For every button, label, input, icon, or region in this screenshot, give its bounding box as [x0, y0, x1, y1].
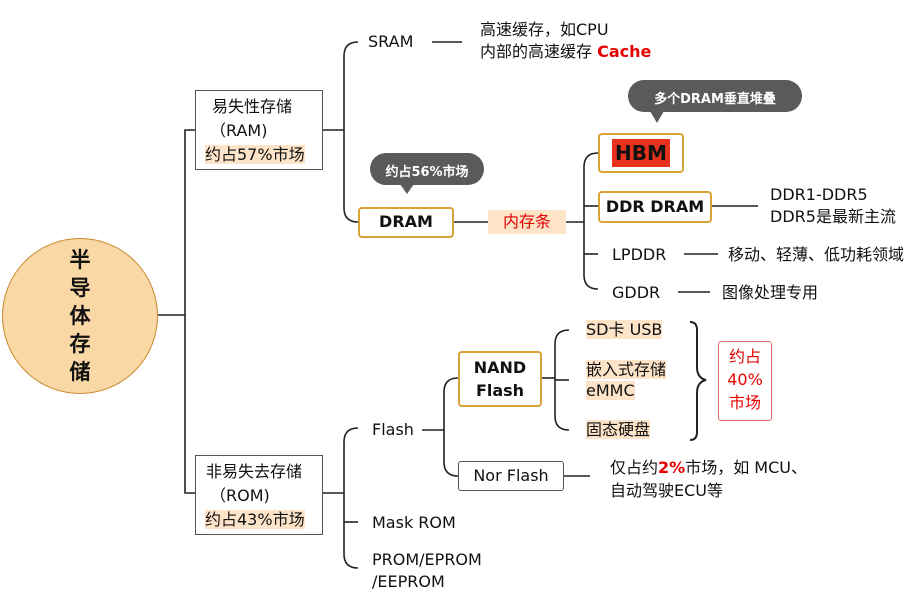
- root-char: 存: [69, 332, 91, 356]
- dram-node: [358, 207, 454, 238]
- sram-description-line2: 内部的高速缓存 Cache: [480, 42, 651, 61]
- ram-title: 易失性存储: [212, 97, 293, 116]
- nor-flash-node: [458, 461, 564, 491]
- hbm-bubble-text: 多个DRAM垂直堆叠: [654, 92, 776, 107]
- dram-bubble-text: 约占56%市场: [385, 165, 469, 180]
- nor-desc-text: 市场，如 MCU、: [685, 458, 807, 477]
- nor-share-highlight: 2%: [658, 458, 686, 477]
- root-label: 半 导 体 存 储: [2, 242, 158, 390]
- nand-share-line: 约占: [728, 347, 761, 366]
- rom-title: 非易失去存储: [206, 462, 303, 481]
- nand-flash-label: NAND: [473, 358, 527, 377]
- rom-subtitle: （ROM): [210, 486, 270, 505]
- nand-share-line: 市场: [728, 393, 761, 412]
- prom-label: PROM/EPROM: [372, 550, 482, 569]
- nand-item-sd-usb: SD卡 USB: [586, 320, 663, 339]
- cache-highlight: Cache: [597, 42, 652, 61]
- memory-stick-label: 内存条: [488, 210, 566, 234]
- dram-bubble: [370, 153, 484, 185]
- nand-share-text: 约占 40% 市场: [718, 345, 772, 414]
- gddr-description: 图像处理专用: [722, 283, 819, 302]
- gddr-label: GDDR: [612, 283, 661, 302]
- nor-desc-text: 仅占约: [610, 458, 659, 477]
- ddr-dram-label: DDR DRAM: [605, 197, 705, 216]
- nand-item-ssd: 固态硬盘: [586, 420, 651, 439]
- nand-flash-node: [458, 351, 542, 407]
- root-char: 半: [69, 248, 91, 272]
- lpddr-description: 移动、轻薄、低功耗领域: [728, 245, 905, 264]
- nand-item-emmc: eMMC: [586, 381, 635, 400]
- ddr-dram-node: [598, 191, 712, 223]
- sram-label: SRAM: [368, 32, 414, 51]
- rom-market-share: 约占43%市场: [205, 510, 305, 529]
- nor-flash-label: Nor Flash: [473, 466, 549, 485]
- dram-label: DRAM: [379, 212, 433, 231]
- mask-rom-label: Mask ROM: [372, 513, 456, 532]
- ddr-description-line2: DDR5是最新主流: [770, 207, 896, 226]
- hbm-bubble-pointer: [650, 111, 664, 123]
- flash-label: Flash: [372, 420, 414, 439]
- hbm-label: HBM: [612, 139, 670, 167]
- nand-share-box: [718, 341, 772, 421]
- root-node-semiconductor-storage: [2, 238, 158, 394]
- nor-description: 仅占约2%市场，如 MCU、: [610, 458, 807, 477]
- sram-description: 高速缓存，如CPU: [480, 20, 609, 39]
- nand-item-embedded: 嵌入式存储: [586, 360, 667, 379]
- ram-subtitle: （RAM): [210, 121, 268, 140]
- nand-flash-label-line2: Flash: [475, 381, 525, 400]
- ram-market-share: 约占57%市场: [205, 145, 305, 164]
- ddr-description: DDR1-DDR5: [770, 185, 868, 204]
- root-char: 体: [69, 304, 91, 328]
- nor-description-line2: 自动驾驶ECU等: [610, 481, 723, 500]
- root-char: 储: [69, 360, 91, 384]
- prom-label-line2: /EEPROM: [372, 572, 445, 591]
- hbm-bubble: [628, 80, 802, 112]
- root-char: 导: [69, 276, 91, 300]
- lpddr-label: LPDDR: [612, 245, 667, 264]
- dram-bubble-pointer: [400, 184, 414, 194]
- sram-desc-text: 内部的高速缓存: [480, 42, 593, 61]
- nand-share-line: 40%: [727, 370, 763, 389]
